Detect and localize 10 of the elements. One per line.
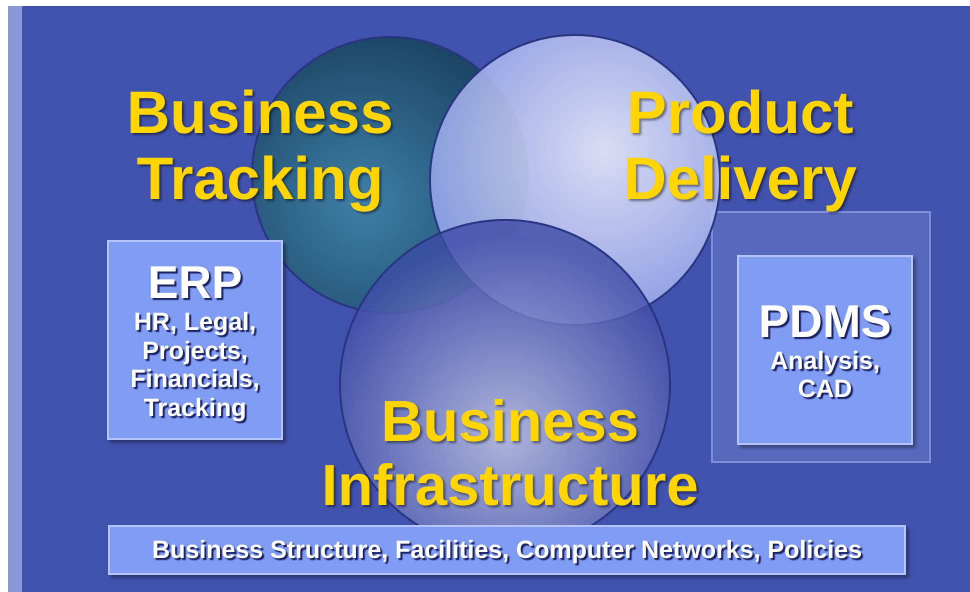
box-heading: ERP (148, 257, 242, 308)
box-text: HR, Legal, Projects, Financials, Tracking (129, 308, 261, 423)
info-bar (108, 525, 906, 575)
box-heading: PDMS (758, 296, 892, 347)
info-box (737, 255, 913, 445)
circle-title: Business Tracking (126, 80, 394, 212)
box-text: Analysis, CAD (769, 346, 881, 404)
circle-title: Business Infrastructure (320, 390, 700, 518)
info-box (107, 240, 283, 440)
box-text: Business Structure, Facilities, Computer Networks, Policies (152, 536, 862, 564)
